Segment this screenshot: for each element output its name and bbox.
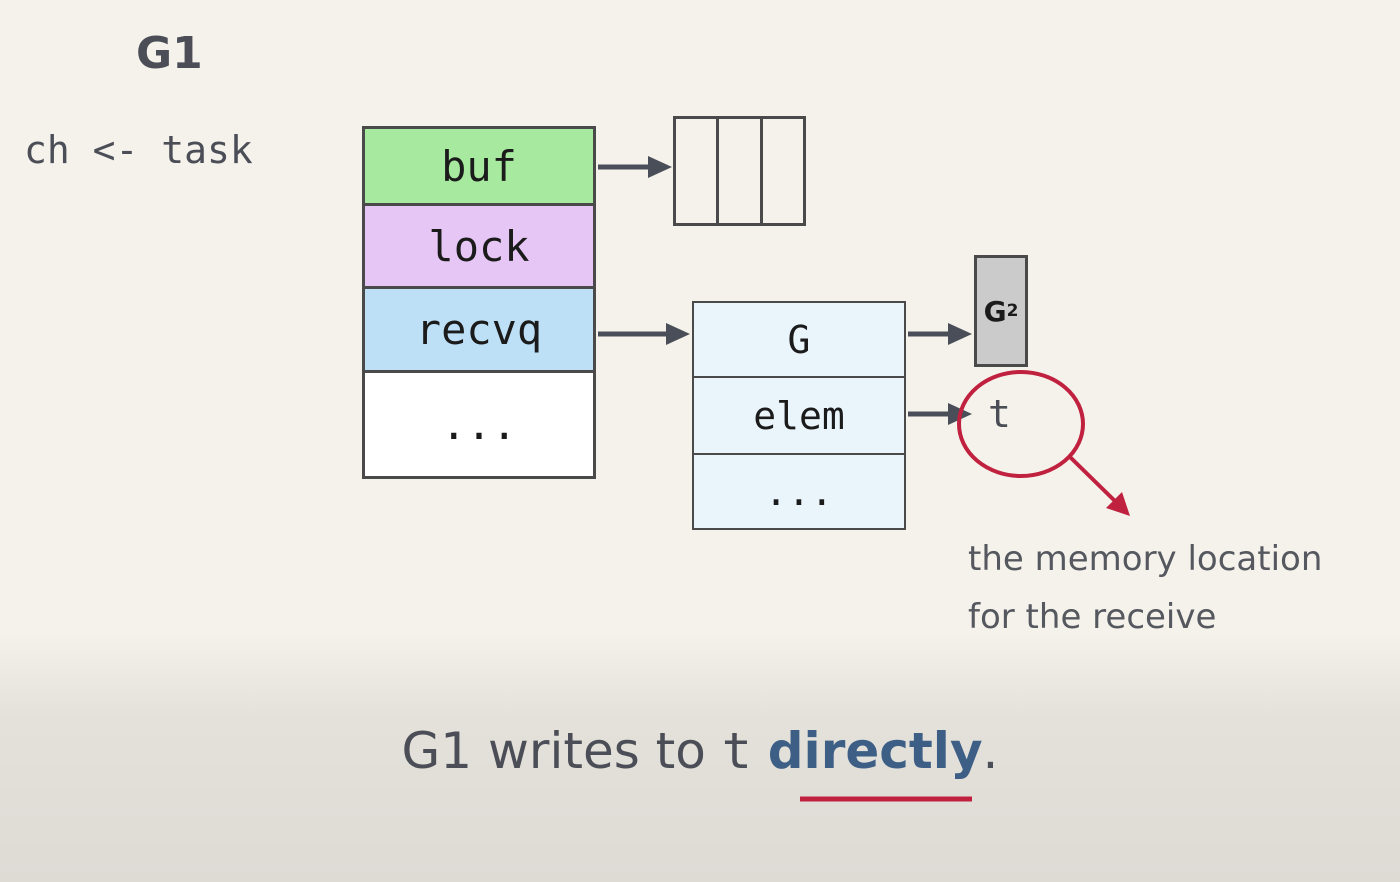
hchan-field-lock: lock [362,206,596,289]
caption-prefix: G1 writes to [401,722,722,780]
note-line-2: for the receive [968,597,1217,637]
receive-variable: t [988,392,1011,436]
caption-code: t [721,722,752,780]
sudog-field-elem: elem [692,378,906,455]
caption-suffix: . [982,722,999,780]
bottom-shade [0,630,1400,882]
highlight-pointer-line [1068,455,1120,506]
note-line-1: the memory location [968,539,1323,579]
g2-subscript: 2 [1006,301,1019,321]
ring-buffer [673,116,806,226]
arrow-buf-to-buffer-head [648,156,672,178]
send-statement: ch <- task [24,128,253,172]
slide-caption: G1 writes to t directly. [0,722,1400,780]
sudog-field-g: G [692,301,906,378]
buffer-slot [676,119,720,223]
sudog-field-ellipsis: ... [692,455,906,530]
arrow-g-to-g2-head [948,323,972,345]
caption-emphasis: directly [767,722,983,780]
hchan-field-recvq: recvq [362,289,596,373]
hchan-field-ellipsis: ... [362,373,596,479]
highlight-circle [957,370,1085,478]
annotation-note: the memory location for the receive [968,530,1388,646]
g2-label: G [983,294,1007,328]
arrow-recvq-to-sudog-head [666,323,690,345]
goroutine-title: G1 [136,28,203,79]
buffer-slot [719,119,763,223]
highlight-pointer-head [1106,492,1130,516]
hchan-field-buf: buf [362,126,596,206]
